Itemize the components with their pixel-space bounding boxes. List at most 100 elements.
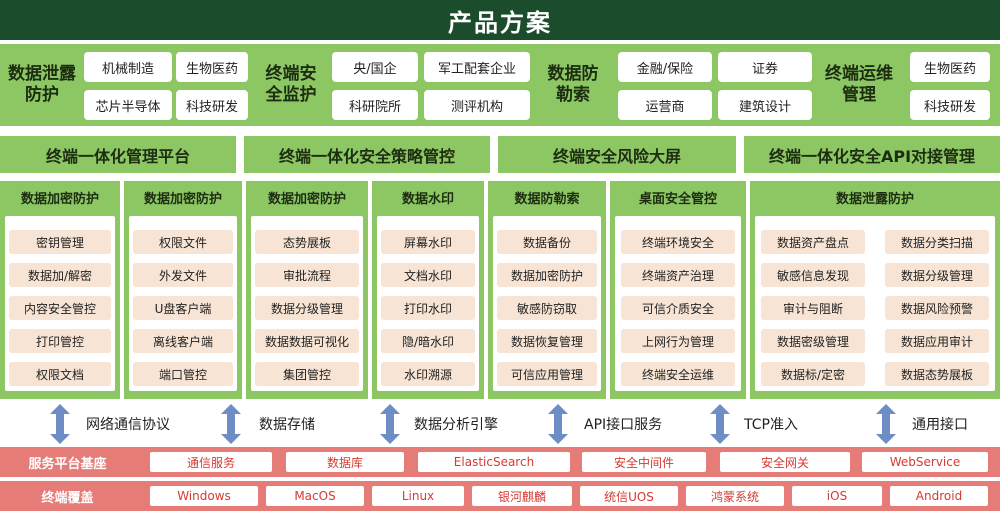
module-item: 端口管控 <box>133 362 233 386</box>
connector-label: 数据存储 <box>259 417 315 433</box>
os-item: Windows <box>150 486 258 506</box>
module-title: 数据泄露防护 <box>835 192 914 207</box>
double-arrow-icon <box>380 404 400 444</box>
industry-item: 金融/保险 <box>618 52 712 82</box>
connector-label: 数据分析引擎 <box>414 417 498 433</box>
platform-policy-control: 终端一体化安全策略管控 <box>244 136 490 173</box>
module-title: 数据水印 <box>401 192 454 207</box>
double-arrow-icon <box>50 404 70 444</box>
module-item: 集团管控 <box>255 362 359 386</box>
module-item: 可信应用管理 <box>497 362 597 386</box>
page-title: 产品方案 <box>0 0 1000 40</box>
industry-item: 军工配套企业 <box>424 52 530 82</box>
module-item: 数据加/解密 <box>9 263 111 287</box>
os-item: Linux <box>372 486 464 506</box>
module-data-encryption-2: 数据加密防护 权限文件 外发文件 U盘客户端 离线客户端 端口管控 <box>124 181 242 399</box>
module-item: 数据加密防护 <box>497 263 597 287</box>
module-item: 审计与阻断 <box>761 296 865 320</box>
module-item: 数据数据可视化 <box>255 329 359 353</box>
module-item: U盘客户端 <box>133 296 233 320</box>
module-title: 数据加密防护 <box>20 192 99 207</box>
module-data-encryption-3: 数据加密防护 态势展板 审批流程 数据分级管理 数据数据可视化 集团管控 <box>246 181 368 399</box>
industry-item: 建筑设计 <box>718 90 812 120</box>
service-item: 数据库 <box>286 452 404 472</box>
module-item: 终端环境安全 <box>621 230 735 254</box>
industry-item: 科研院所 <box>332 90 418 120</box>
industry-item: 证券 <box>718 52 812 82</box>
module-item: 水印溯源 <box>381 362 475 386</box>
module-body: 数据备份 数据加密防护 敏感防窃取 数据恢复管理 可信应用管理 <box>493 216 601 391</box>
module-body: 态势展板 审批流程 数据分级管理 数据数据可视化 集团管控 <box>251 216 363 391</box>
module-item: 外发文件 <box>133 263 233 287</box>
terminal-coverage-bar: 终端覆盖 Windows MacOS Linux 银河麒麟 统信UOS 鸿蒙系统… <box>0 481 1000 511</box>
module-item: 上网行为管理 <box>621 329 735 353</box>
module-item: 打印水印 <box>381 296 475 320</box>
module-item: 数据应用审计 <box>885 329 989 353</box>
service-item: 安全中间件 <box>582 452 706 472</box>
connector-label: 通用接口 <box>912 417 968 433</box>
double-arrow-icon <box>710 404 730 444</box>
module-item: 可信介质安全 <box>621 296 735 320</box>
connector-label: 网络通信协议 <box>86 417 170 433</box>
industry-item: 机械制造 <box>84 52 172 82</box>
module-item: 屏幕水印 <box>381 230 475 254</box>
module-item: 数据分级管理 <box>885 263 989 287</box>
module-data-leak-prevention: 数据泄露防护 数据资产盘点 数据分类扫描 敏感信息发现 数据分级管理 审计与阻断… <box>750 181 1000 399</box>
service-platform-title: 服务平台基座 <box>28 456 107 472</box>
module-body: 数据资产盘点 数据分类扫描 敏感信息发现 数据分级管理 审计与阻断 数据风险预警… <box>755 216 995 391</box>
module-item: 离线客户端 <box>133 329 233 353</box>
module-item: 敏感信息发现 <box>761 263 865 287</box>
module-title: 数据加密防护 <box>267 192 346 207</box>
industry-item: 生物医药 <box>176 52 248 82</box>
os-item: MacOS <box>266 486 364 506</box>
module-item: 打印管控 <box>9 329 111 353</box>
module-item: 数据资产盘点 <box>761 230 865 254</box>
module-item: 数据恢复管理 <box>497 329 597 353</box>
industry-title-anti-ransomware: 数据防勒索 <box>547 64 599 105</box>
service-item: 通信服务 <box>150 452 272 472</box>
industry-item: 运营商 <box>618 90 712 120</box>
module-title: 桌面安全管控 <box>638 192 717 207</box>
platform-management: 终端一体化管理平台 <box>0 136 236 173</box>
module-body: 权限文件 外发文件 U盘客户端 离线客户端 端口管控 <box>129 216 237 391</box>
connector-label: API接口服务 <box>584 417 663 433</box>
module-desktop-security: 桌面安全管控 终端环境安全 终端资产治理 可信介质安全 上网行为管理 终端安全运… <box>610 181 746 399</box>
module-item: 权限文档 <box>9 362 111 386</box>
os-item: 鸿蒙系统 <box>686 486 784 506</box>
service-item: WebService <box>862 452 988 472</box>
module-title: 数据加密防护 <box>143 192 222 207</box>
module-item: 终端安全运维 <box>621 362 735 386</box>
module-title: 数据防勒索 <box>514 192 580 207</box>
platform-api-management: 终端一体化安全API对接管理 <box>744 136 1000 173</box>
industry-item: 生物医药 <box>910 52 990 82</box>
industry-item: 科技研发 <box>176 90 248 120</box>
industry-title-terminal-ops: 终端运维管理 <box>825 64 893 105</box>
industry-item: 测评机构 <box>424 90 530 120</box>
industry-item: 科技研发 <box>910 90 990 120</box>
module-item: 数据分类扫描 <box>885 230 989 254</box>
double-arrow-icon <box>876 404 896 444</box>
module-item: 数据密级管理 <box>761 329 865 353</box>
module-data-encryption-1: 数据加密防护 密钥管理 数据加/解密 内容安全管控 打印管控 权限文档 <box>0 181 120 399</box>
module-item: 隐/暗水印 <box>381 329 475 353</box>
industry-title-dlp: 数据泄露防护 <box>8 64 76 105</box>
service-item: 安全网关 <box>720 452 850 472</box>
os-item: Android <box>890 486 988 506</box>
module-item: 数据备份 <box>497 230 597 254</box>
module-item: 权限文件 <box>133 230 233 254</box>
module-item: 数据风险预警 <box>885 296 989 320</box>
module-anti-ransomware: 数据防勒索 数据备份 数据加密防护 敏感防窃取 数据恢复管理 可信应用管理 <box>488 181 606 399</box>
module-item: 密钥管理 <box>9 230 111 254</box>
module-item: 数据态势展板 <box>885 362 989 386</box>
double-arrow-icon <box>548 404 568 444</box>
module-item: 数据分级管理 <box>255 296 359 320</box>
module-item: 文档水印 <box>381 263 475 287</box>
os-item: 统信UOS <box>580 486 678 506</box>
module-item: 数据标/定密 <box>761 362 865 386</box>
service-platform-bar: 服务平台基座 通信服务 数据库 ElasticSearch 安全中间件 安全网关… <box>0 447 1000 477</box>
module-item: 态势展板 <box>255 230 359 254</box>
service-item: ElasticSearch <box>418 452 570 472</box>
module-body: 屏幕水印 文档水印 打印水印 隐/暗水印 水印溯源 <box>377 216 479 391</box>
industry-item: 央/国企 <box>332 52 418 82</box>
industry-item: 芯片半导体 <box>84 90 172 120</box>
